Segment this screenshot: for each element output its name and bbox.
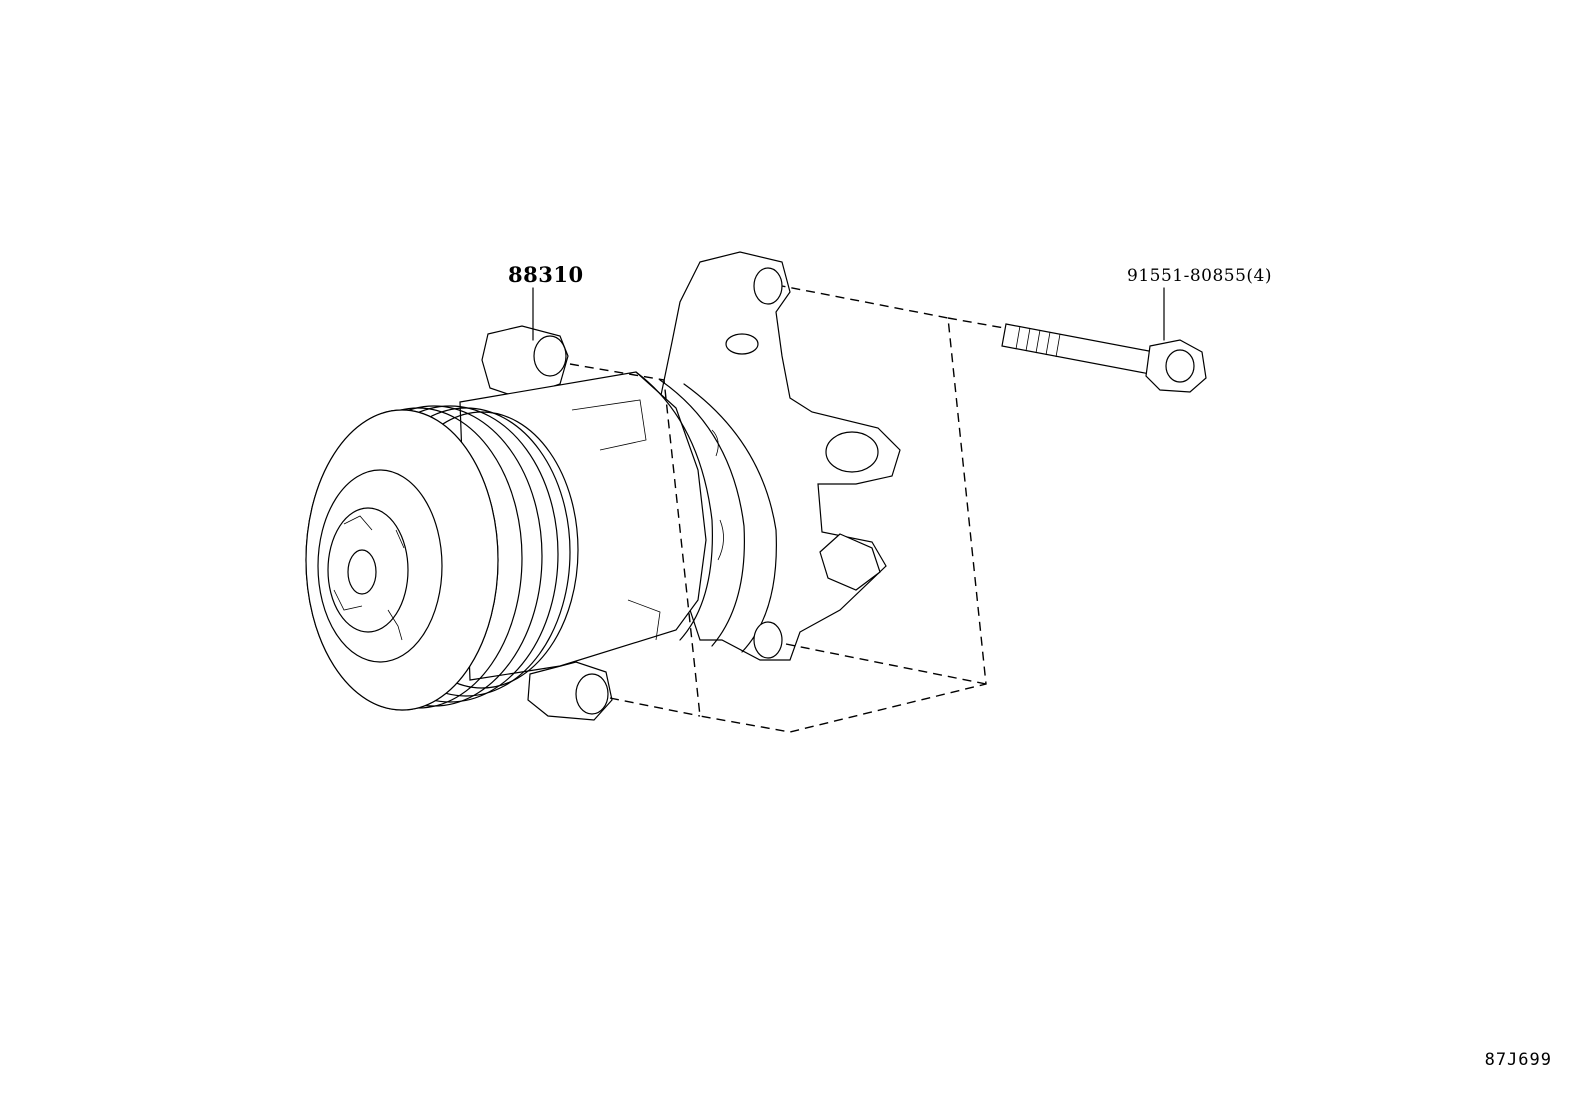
assembly-dashed-lines xyxy=(569,285,1005,733)
flange-bolt-drawing[interactable] xyxy=(1001,323,1207,393)
ac-compressor-drawing[interactable] xyxy=(305,251,901,721)
part-label-bolt[interactable]: 91551-80855(4) xyxy=(1127,266,1272,286)
diagram-code: 87J699 xyxy=(1484,1050,1552,1070)
part-label-compressor[interactable]: 88310 xyxy=(508,262,584,287)
